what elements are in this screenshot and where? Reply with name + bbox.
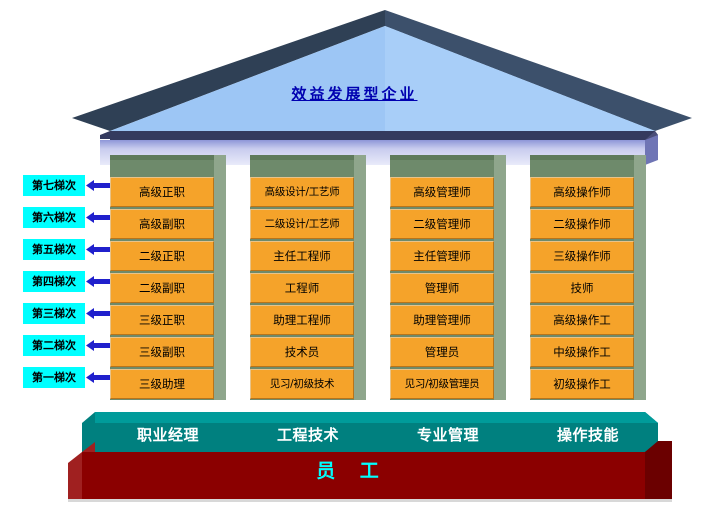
rank-cell[interactable]: 中级操作工 xyxy=(530,337,634,367)
category-label-manager[interactable]: 职业经理 xyxy=(136,425,199,444)
rank-cell[interactable]: 三级正职 xyxy=(110,305,214,335)
tier-row: 第二梯次 xyxy=(0,332,112,362)
category-label-operations[interactable]: 操作技能 xyxy=(556,425,619,444)
column-base-wedge xyxy=(214,383,226,400)
career-column-professional: 高级管理师 二级管理师 主任管理师 管理师 助理管理师 管理员 见习/初级管理员 xyxy=(390,155,506,400)
rank-cell[interactable]: 技术员 xyxy=(250,337,354,367)
arrow-left-icon xyxy=(86,308,110,319)
roof-face-right xyxy=(385,26,655,131)
platform-top-sliver xyxy=(95,412,658,423)
column-base-wedge xyxy=(494,383,506,400)
tier-label-1[interactable]: 第一梯次 xyxy=(23,367,85,388)
tier-row: 第一梯次 xyxy=(0,364,112,394)
column-highlight xyxy=(354,155,366,400)
career-column-engineering: 高级设计/工艺师 二级设计/工艺师 主任工程师 工程师 助理工程师 技术员 见习… xyxy=(250,155,366,400)
column-capital xyxy=(390,155,494,160)
rank-cell[interactable]: 助理工程师 xyxy=(250,305,354,335)
column-highlight xyxy=(494,155,506,400)
rank-cell[interactable]: 二级管理师 xyxy=(390,209,494,239)
arrow-left-icon xyxy=(86,212,110,223)
tier-label-5[interactable]: 第五梯次 xyxy=(23,239,85,260)
column-capital xyxy=(250,155,354,160)
category-label-engineering[interactable]: 工程技术 xyxy=(276,425,339,444)
rank-cell[interactable]: 高级操作工 xyxy=(530,305,634,335)
architrave-side xyxy=(645,135,658,165)
rank-cell[interactable]: 二级副职 xyxy=(110,273,214,303)
tier-row: 第七梯次 xyxy=(0,172,112,202)
rank-cell[interactable]: 主任工程师 xyxy=(250,241,354,271)
category-label-row: 职业经理 工程技术 专业管理 操作技能 xyxy=(98,420,658,448)
rank-cell[interactable]: 二级正职 xyxy=(110,241,214,271)
career-column-operations: 高级操作师 二级操作师 三级操作师 技师 高级操作工 中级操作工 初级操作工 xyxy=(530,155,646,400)
career-column-manager: 高级正职 高级副职 二级正职 二级副职 三级正职 三级副职 三级助理 xyxy=(110,155,226,400)
rank-cell[interactable]: 三级副职 xyxy=(110,337,214,367)
tier-label-3[interactable]: 第三梯次 xyxy=(23,303,85,324)
roof-edge-right xyxy=(385,10,692,131)
platform-band xyxy=(82,423,658,452)
column-capital xyxy=(530,155,634,160)
plinth-left-chamfer xyxy=(68,452,82,499)
rank-cell[interactable]: 见习/初级技术 xyxy=(250,369,354,399)
column-base-wedge xyxy=(634,383,646,400)
arrow-left-icon xyxy=(86,340,110,351)
rank-cell[interactable]: 高级操作师 xyxy=(530,177,634,207)
tier-label-7[interactable]: 第七梯次 xyxy=(23,175,85,196)
arrow-left-icon xyxy=(86,372,110,383)
tier-label-2[interactable]: 第二梯次 xyxy=(23,335,85,356)
rank-cell[interactable]: 管理员 xyxy=(390,337,494,367)
column-highlight xyxy=(214,155,226,400)
rank-cell[interactable]: 二级设计/工艺师 xyxy=(250,209,354,239)
rank-cell[interactable]: 主任管理师 xyxy=(390,241,494,271)
tier-row: 第五梯次 xyxy=(0,236,112,266)
entablature-top-band xyxy=(110,131,655,140)
column-base-wedge xyxy=(354,383,366,400)
rank-cell[interactable]: 二级操作师 xyxy=(530,209,634,239)
tier-row: 第六梯次 xyxy=(0,204,112,234)
column-cells: 高级正职 高级副职 二级正职 二级副职 三级正职 三级副职 三级助理 xyxy=(110,177,214,401)
rank-cell[interactable]: 管理师 xyxy=(390,273,494,303)
column-cells: 高级操作师 二级操作师 三级操作师 技师 高级操作工 中级操作工 初级操作工 xyxy=(530,177,634,401)
rank-cell[interactable]: 高级副职 xyxy=(110,209,214,239)
plinth-right-side xyxy=(645,441,672,499)
tier-label-6[interactable]: 第六梯次 xyxy=(23,207,85,228)
column-capital xyxy=(110,155,214,160)
tier-row: 第四梯次 xyxy=(0,268,112,298)
roof-title: 效益发展型企业 xyxy=(291,85,418,103)
platform-base xyxy=(68,412,672,502)
arrow-left-icon xyxy=(86,276,110,287)
arrow-left-icon xyxy=(86,244,110,255)
rank-cell[interactable]: 初级操作工 xyxy=(530,369,634,399)
plinth-shadow xyxy=(68,499,672,502)
plinth-body xyxy=(82,452,672,499)
rank-cell[interactable]: 助理管理师 xyxy=(390,305,494,335)
rank-cell[interactable]: 高级正职 xyxy=(110,177,214,207)
roof-shape xyxy=(72,10,692,131)
rank-cell[interactable]: 三级助理 xyxy=(110,369,214,399)
tier-row: 第三梯次 xyxy=(0,300,112,330)
rank-cell[interactable]: 技师 xyxy=(530,273,634,303)
category-label-professional[interactable]: 专业管理 xyxy=(416,425,479,444)
roof-edge-left xyxy=(72,10,385,131)
tier-label-4[interactable]: 第四梯次 xyxy=(23,271,85,292)
rank-cell[interactable]: 三级操作师 xyxy=(530,241,634,271)
column-cells: 高级设计/工艺师 二级设计/工艺师 主任工程师 工程师 助理工程师 技术员 见习… xyxy=(250,177,354,401)
base-label-employee: 员 工 xyxy=(316,460,388,482)
rank-cell[interactable]: 工程师 xyxy=(250,273,354,303)
rank-cell[interactable]: 高级管理师 xyxy=(390,177,494,207)
column-cells: 高级管理师 二级管理师 主任管理师 管理师 助理管理师 管理员 见习/初级管理员 xyxy=(390,177,494,401)
rank-cell[interactable]: 高级设计/工艺师 xyxy=(250,177,354,207)
rank-cell[interactable]: 见习/初级管理员 xyxy=(390,369,494,399)
arrow-left-icon xyxy=(86,180,110,191)
plinth-left-sliver xyxy=(82,442,95,452)
column-highlight xyxy=(634,155,646,400)
tier-label-column: 第七梯次 第六梯次 第五梯次 第四梯次 第三梯次 xyxy=(0,172,112,396)
